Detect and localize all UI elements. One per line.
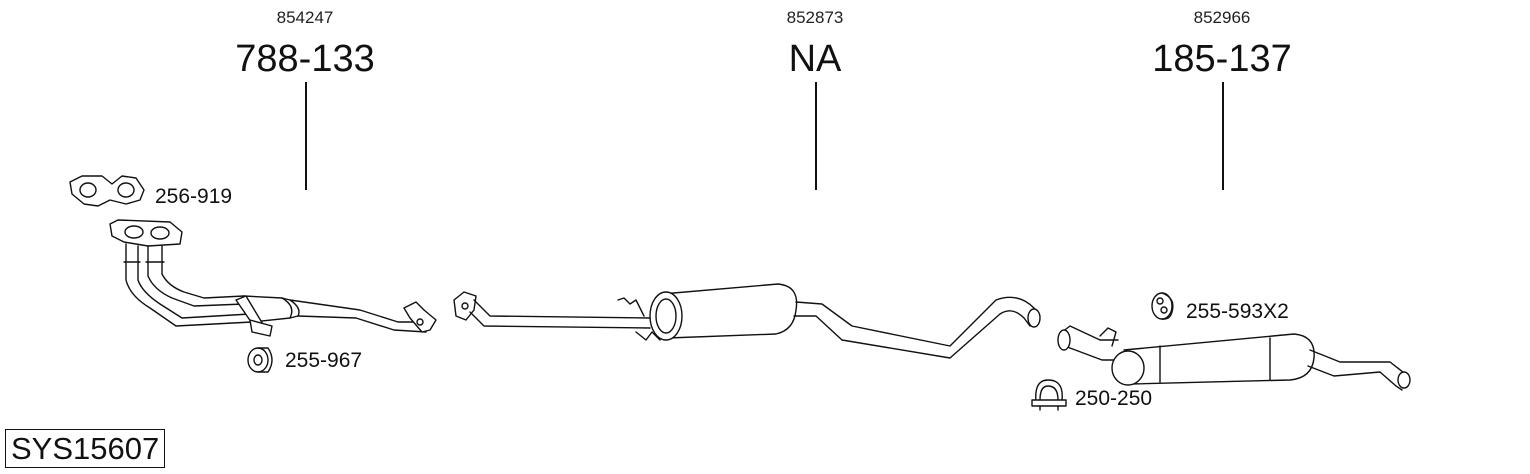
hanger-icon xyxy=(1151,292,1174,320)
part-number-3: 185-137 xyxy=(1152,38,1292,80)
oem-number-3: 852966 xyxy=(1193,8,1251,27)
oem-number-2: 852873 xyxy=(786,8,844,27)
part-number-2: NA xyxy=(788,38,842,80)
clamp-icon xyxy=(1031,379,1067,411)
rear-silencer-drawing xyxy=(1057,325,1411,391)
leader-line-2 xyxy=(815,82,817,190)
rubber-mount-label: 255-967 xyxy=(285,349,363,372)
gasket-icon xyxy=(69,175,145,207)
clamp-label: 250-250 xyxy=(1075,387,1153,410)
leader-line-1 xyxy=(305,82,307,190)
gasket-label: 256-919 xyxy=(155,185,233,208)
rubber-mount-icon xyxy=(247,347,273,373)
middle-pipe-drawing xyxy=(453,283,1041,359)
hanger-label: 255-593X2 xyxy=(1186,300,1289,323)
leader-line-3 xyxy=(1222,82,1224,190)
front-pipe-drawing xyxy=(109,219,437,337)
system-id-box: SYS15607 xyxy=(5,429,166,468)
part-number-1: 788-133 xyxy=(235,38,375,80)
oem-number-1: 854247 xyxy=(276,8,334,27)
